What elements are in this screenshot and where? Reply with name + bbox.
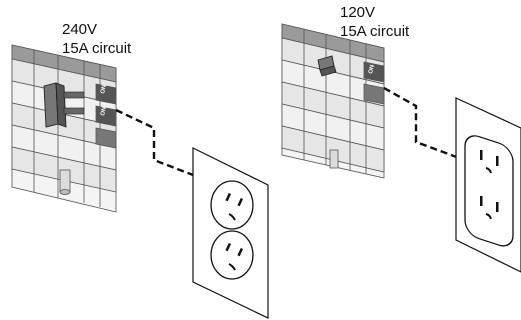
left-voltage-label: 240V <box>62 21 98 38</box>
right-outlet <box>455 97 521 273</box>
left-outlet <box>192 147 269 319</box>
left-dashed-wire <box>115 108 207 182</box>
right-voltage-label: 120V <box>340 4 376 21</box>
breaker-on-label-1: ON <box>100 84 108 94</box>
right-breaker-panel <box>281 23 385 179</box>
left-breaker-handle <box>43 82 85 128</box>
breaker-on-label-3: ON <box>368 64 376 74</box>
right-dashed-wire <box>383 86 471 164</box>
left-breaker-panel <box>11 44 117 213</box>
right-circuit-label: 15A circuit <box>340 23 410 40</box>
breaker-on-label-2: ON <box>100 106 108 116</box>
right-breaker-handle <box>317 55 337 77</box>
left-circuit-label: 15A circuit <box>62 40 132 57</box>
